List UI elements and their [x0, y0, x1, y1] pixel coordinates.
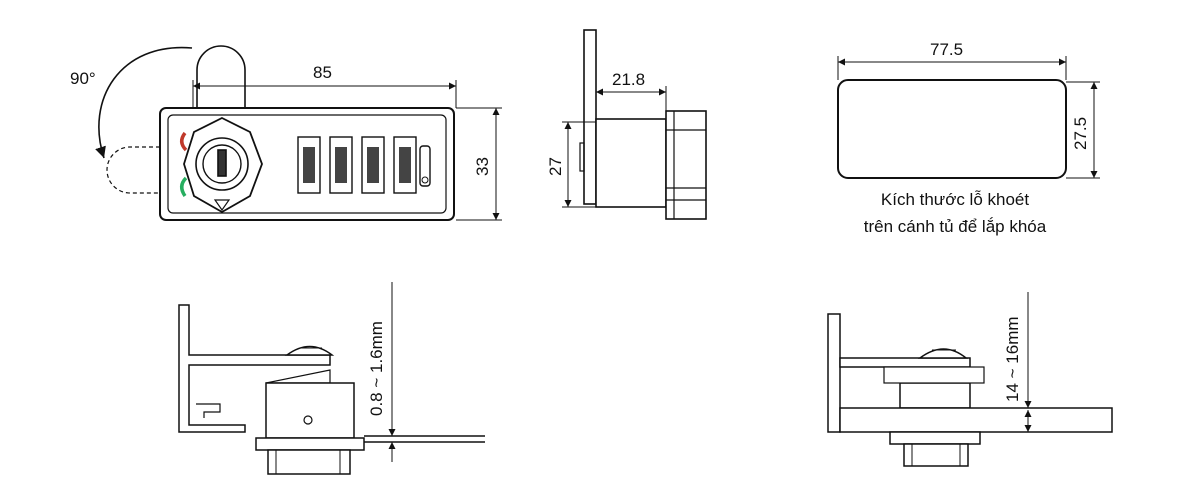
cutout-height-label: 27.5: [1071, 117, 1090, 150]
install-thick-view: [827, 292, 1113, 467]
lock-cylinder: [265, 382, 355, 439]
side-depth-label: 21.8: [612, 70, 645, 89]
lock-nut-thick: [889, 431, 981, 445]
lock-cylinder-thick: [899, 382, 971, 409]
screw-head: [284, 345, 335, 356]
cutout-caption-line-1: Kích thước lỗ khoét: [880, 190, 1030, 209]
pointer-triangle: [213, 199, 231, 212]
cam-plate: [265, 369, 331, 384]
install-thin-view: [178, 282, 485, 475]
cutout-rect: [837, 79, 1067, 179]
face-plate: [583, 29, 597, 205]
unlocked-indicator: [180, 176, 188, 198]
cam-latch-rotated: [106, 146, 160, 194]
cutout-width-label: 77.5: [930, 40, 963, 59]
lock-nut: [255, 437, 365, 451]
nut: [665, 110, 707, 220]
thin-thickness-label: 0.8 ~ 1.6mm: [367, 321, 386, 416]
cutout-view: [837, 56, 1100, 179]
thick-thickness-label: 14 ~ 16mm: [1003, 316, 1022, 402]
front-height-label: 33: [473, 157, 492, 176]
key-cylinder: [202, 144, 242, 184]
front-view: [95, 45, 502, 221]
reset-hole: [421, 176, 429, 184]
rotation-arrow: [95, 46, 193, 159]
keyway: [217, 149, 227, 177]
bracket-plate-thick: [839, 357, 971, 368]
rotation-label: 90°: [70, 69, 96, 88]
locked-indicator: [180, 131, 188, 152]
front-width-label: 85: [313, 63, 332, 82]
mounting-bracket: [178, 304, 331, 433]
thick-door-panel: [839, 407, 1113, 433]
side-height-label: 27: [546, 157, 565, 176]
cylinder-body: [595, 118, 667, 208]
key-cylinder-outer: [195, 137, 249, 191]
side-view: [562, 29, 707, 220]
cam-latch: [196, 45, 246, 108]
lock-face: [167, 114, 447, 214]
combination-wheels: [297, 136, 417, 194]
reset-button: [419, 145, 431, 187]
cutout-caption-line-2: trên cánh tủ để lắp khóa: [863, 217, 1047, 236]
screw-head-thick: [917, 348, 969, 359]
face-plate-thick: [827, 313, 841, 433]
